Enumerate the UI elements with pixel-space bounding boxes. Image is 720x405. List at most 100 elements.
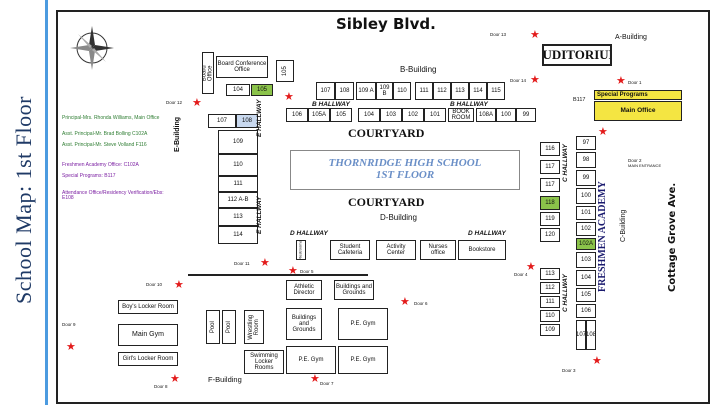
d-hallway-right: D HALLWAY — [468, 230, 506, 237]
b-building-label: B-Building — [400, 65, 437, 74]
room-e-corner: Board Office — [202, 52, 214, 94]
room-e104: 104 — [226, 84, 250, 96]
floor-label: 1ST FLOOR — [375, 169, 435, 181]
c-hallway-top: C HALLWAY — [562, 144, 569, 182]
nurses-office: Nurses office — [420, 240, 456, 260]
room-e110: 110 — [218, 154, 258, 176]
door-marker-icon: ★ — [192, 97, 202, 109]
room-b111: 111 — [415, 82, 433, 100]
main-office: Main Office — [594, 101, 682, 121]
door-marker-icon: ★ — [598, 126, 608, 138]
room-c104: 104 — [576, 270, 596, 286]
room-c103: 103 — [576, 252, 596, 268]
room-b101: 101 — [424, 108, 446, 122]
special-programs: Special Programs — [594, 90, 682, 100]
room-c116: 116 — [540, 142, 560, 156]
page-title: School Map: 1st Floor — [11, 96, 36, 304]
room-c99: 99 — [576, 170, 596, 186]
room-b110: 110 — [393, 82, 411, 100]
room-b113: 113 — [451, 82, 469, 100]
room-e113: 113 — [218, 208, 258, 226]
room-b105: 105 — [330, 108, 352, 122]
room-label: Restrooms — [297, 240, 303, 260]
room-label: Pool — [225, 320, 232, 333]
door-marker-icon: ★ — [310, 373, 320, 385]
pe-gym-3: P.E. Gym — [338, 346, 388, 374]
auditorium: AUDITORIUM — [542, 44, 612, 66]
room-c120: 120 — [540, 228, 560, 242]
legend-item: Principal-Mrs. Rhonda Williams, Main Off… — [62, 115, 160, 121]
room-c119: 119 — [540, 212, 560, 226]
legend-item: Asst. Principal-Mr. Steve Volland F116 — [62, 142, 147, 148]
door-marker-icon: ★ — [284, 91, 294, 103]
room-b103: 103 — [380, 108, 402, 122]
boys-locker-room: Boy's Locker Room — [118, 300, 178, 314]
door-label: Door 10 — [146, 282, 163, 287]
b-hallway-right: B HALLWAY — [450, 101, 488, 108]
room-c117b: 117 — [540, 178, 560, 192]
floor-map: Sibley Blvd. A-Building AUDITORIUM B-Bui… — [56, 10, 710, 404]
restrooms: Restrooms — [296, 240, 306, 260]
room-b108: 108 — [335, 82, 354, 100]
door-label: Door 9 — [62, 322, 76, 327]
accent-divider — [45, 0, 48, 405]
pool-2: Pool — [222, 310, 236, 344]
room-b104: 104 — [358, 108, 380, 122]
door-label: Door 7 — [320, 381, 334, 386]
room-e111: 111 — [218, 176, 258, 192]
room-c106: 106 — [576, 304, 596, 318]
door-label: Door 5 — [300, 269, 314, 274]
street-label: Sibley Blvd. — [336, 15, 436, 33]
school-banner: THORNRIDGE HIGH SCHOOL 1ST FLOOR — [290, 150, 520, 190]
door-marker-icon: ★ — [526, 261, 536, 273]
room-b107: 107 — [316, 82, 335, 100]
room-b112: 112 — [433, 82, 451, 100]
room-c118: 118 — [540, 196, 560, 210]
room-c109: 109 — [540, 324, 560, 336]
d-building-label: D-Building — [380, 213, 417, 222]
room-e-small: 105 — [276, 60, 294, 82]
student-cafeteria: Student Cafeteria — [330, 240, 370, 260]
main-gym: Main Gym — [118, 324, 178, 346]
c-building-label: C-Building — [620, 209, 627, 242]
room-e109: 109 — [218, 130, 258, 154]
room-b108a: 108A — [476, 108, 496, 122]
door-label: Door 4 — [514, 272, 528, 277]
room-e105: 105 — [251, 84, 273, 96]
buildings-and-grounds: Buildings and Grounds — [334, 280, 374, 300]
girls-locker-room: Girl's Locker Room — [118, 352, 178, 366]
door-label: Door 14 — [510, 78, 527, 83]
swimming-locker-rooms: Swimming Locker Rooms — [244, 350, 284, 374]
door-marker-icon: ★ — [66, 341, 76, 353]
legend-item: Freshmen Academy Office: C102A — [62, 162, 139, 168]
door-marker-icon: ★ — [400, 296, 410, 308]
e-hallway-bottom: E HALLWAY — [256, 196, 263, 234]
e-hallway-top: E HALLWAY — [256, 99, 263, 137]
room-b106: 106 — [286, 108, 308, 122]
wrestling-room: Wrestling Room — [244, 310, 264, 344]
room-c107: 107 — [576, 320, 586, 350]
room-c102: 102 — [576, 222, 596, 236]
room-c98: 98 — [576, 152, 596, 168]
door-label: Door 1 — [628, 80, 642, 85]
door-marker-icon: ★ — [592, 355, 602, 367]
door-label: Door 6 — [414, 301, 428, 306]
a-building-label: A-Building — [615, 34, 647, 41]
door-label: Door 8 — [154, 384, 168, 389]
room-b100: 100 — [496, 108, 516, 122]
board-conference-office: Board Conference Office — [216, 56, 268, 78]
f-building-wall — [188, 274, 368, 276]
e-building-label: E-Building — [174, 117, 181, 152]
room-label: 105 — [281, 65, 288, 76]
room-c112: 112 — [540, 282, 560, 294]
activity-center: Activity Center — [376, 240, 416, 260]
buildings-and-grounds-2: Buildings and Grounds — [286, 308, 322, 340]
room-label: Board Office — [202, 64, 214, 82]
door-label: Door 3 — [562, 368, 576, 373]
door-marker-icon: ★ — [530, 29, 540, 41]
door-label: Door 12 — [166, 100, 183, 105]
door-label: Door 2 — [628, 158, 642, 163]
f-building-label: F-Building — [208, 375, 242, 384]
room-b115: 115 — [487, 82, 505, 100]
room-c111: 111 — [540, 296, 560, 308]
